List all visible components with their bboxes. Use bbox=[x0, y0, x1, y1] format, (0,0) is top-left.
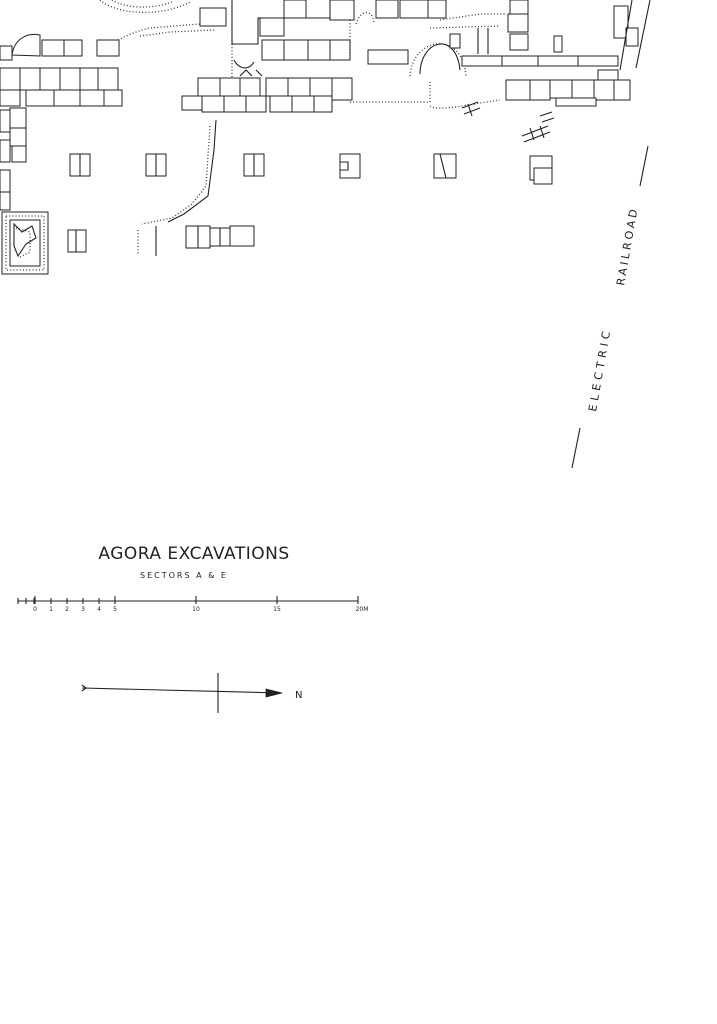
arrow-head-icon bbox=[265, 688, 283, 698]
scale-tick-2: 2 bbox=[65, 606, 69, 613]
scale-bar: 0 1 2 3 4 5 10 15 20M bbox=[17, 596, 369, 613]
wall-remains-middle bbox=[181, 77, 631, 143]
map-subtitle: SECTORS A & E bbox=[140, 571, 228, 580]
scale-tick-20m: 20M bbox=[356, 606, 369, 613]
railroad-label-electric: ELECTRIC bbox=[586, 327, 614, 413]
title-block: AGORA EXCAVATIONS SECTORS A & E bbox=[98, 544, 289, 580]
scale-tick-15: 15 bbox=[273, 606, 281, 613]
scale-tick-4: 4 bbox=[97, 606, 101, 613]
round-structure-fragment bbox=[99, 0, 191, 13]
scale-tick-3: 3 bbox=[81, 606, 85, 613]
north-arrow: N bbox=[81, 673, 302, 713]
railroad-label-railroad: RAILROAD bbox=[614, 205, 641, 286]
map-title: AGORA EXCAVATIONS bbox=[98, 544, 289, 564]
scale-tick-5: 5 bbox=[113, 606, 117, 613]
wall-remains-lower bbox=[1, 119, 255, 275]
scale-tick-0: 0 bbox=[33, 606, 37, 613]
scale-tick-10: 10 bbox=[192, 606, 200, 613]
north-label: N bbox=[295, 690, 302, 701]
electric-railroad: ELECTRIC RAILROAD bbox=[571, 145, 649, 469]
pier-row bbox=[69, 153, 553, 185]
wall-remains-top bbox=[0, 0, 651, 211]
scale-tick-1: 1 bbox=[49, 606, 53, 613]
